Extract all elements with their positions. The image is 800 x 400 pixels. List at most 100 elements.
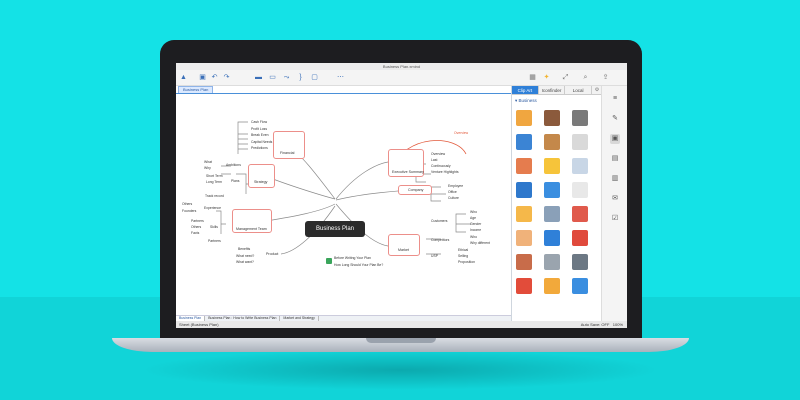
founders-node[interactable]: Founders [182, 209, 197, 213]
search-clipart[interactable] [544, 230, 560, 246]
tab-iconfinder[interactable]: Iconfinder [538, 86, 566, 94]
usp-node[interactable]: USP [431, 254, 438, 258]
exec-item-2[interactable]: Last [431, 158, 438, 162]
product-benefits[interactable]: Benefits [238, 247, 251, 251]
mail-clipart[interactable] [544, 158, 560, 174]
coffee-clipart[interactable] [544, 134, 560, 150]
skills-facts[interactable]: Facts [191, 231, 200, 235]
tab-local[interactable]: Local [565, 86, 593, 94]
plan-short[interactable]: Short Term [206, 174, 223, 178]
support-agent-clipart[interactable] [516, 158, 532, 174]
competitor-who[interactable]: Who [470, 235, 477, 239]
more-icon[interactable]: ⋯ [337, 74, 344, 81]
strategy-topic[interactable] [248, 164, 275, 188]
target-clipart[interactable] [572, 230, 588, 246]
product-label[interactable]: Product [266, 252, 279, 256]
clock-clipart[interactable] [544, 254, 560, 270]
skills-others[interactable]: Others [191, 225, 202, 229]
company-item-1[interactable]: Employee [448, 184, 464, 188]
exec-summary-topic[interactable] [388, 149, 424, 177]
product-need[interactable]: What need? [236, 254, 255, 258]
usp-proposition[interactable]: Proposition [458, 260, 475, 264]
redo-icon[interactable]: ↷ [223, 74, 230, 81]
autosave-status[interactable]: Auto Save: OFF [580, 322, 610, 327]
plan-long[interactable]: Long Term [206, 180, 222, 184]
exec-item-1[interactable]: Overview [431, 152, 446, 156]
plans-node[interactable]: Plans [231, 179, 240, 183]
presentation-clipart[interactable] [572, 206, 588, 222]
ambition-why[interactable]: Why [204, 166, 211, 170]
experience-others[interactable]: Others [182, 202, 193, 206]
usp-selling[interactable]: Selling [458, 254, 469, 258]
experience-track[interactable]: Track record [205, 194, 224, 198]
comments-icon[interactable]: ✉ [612, 195, 618, 202]
image-icon[interactable]: ▤ [611, 155, 619, 162]
customer-age[interactable]: Age [470, 216, 477, 220]
tab-clip-art[interactable]: Clip Art [512, 86, 539, 94]
search-icon[interactable]: ⌕ [583, 74, 588, 81]
skills-partners[interactable]: Partners [191, 219, 204, 223]
market-topic[interactable] [388, 234, 420, 256]
clipart-icon[interactable]: ▣ [610, 134, 620, 144]
idea-icon[interactable]: ✦ [543, 74, 550, 81]
note-before-writing[interactable]: Before Writing Your Plan [334, 256, 371, 260]
note-plan-length[interactable]: How Long Should Your Plan Be? [334, 263, 384, 267]
chart-clipart[interactable] [516, 134, 532, 150]
topic-icon[interactable]: ▬ [255, 74, 262, 81]
handshake-clipart[interactable] [516, 230, 532, 246]
customer-gender[interactable]: Gender [470, 222, 482, 226]
team-clipart[interactable] [516, 254, 532, 270]
pencil-clipart[interactable] [516, 206, 532, 222]
exec-item-4[interactable]: Venture Highlights [431, 170, 459, 174]
financial-item-1[interactable]: Cash Flow [251, 120, 268, 124]
grid-doc-clipart[interactable] [544, 206, 560, 222]
share-icon[interactable]: ⇪ [602, 74, 609, 81]
financial-item-4[interactable]: Capital Needs [251, 140, 273, 144]
competitor-diff[interactable]: Why different [470, 241, 490, 245]
skills-node[interactable]: Skills [210, 225, 218, 229]
coin-clipart[interactable] [544, 278, 560, 294]
company-topic[interactable] [398, 185, 432, 195]
xmind-logo-icon[interactable]: ▲ [180, 74, 187, 81]
financial-item-3[interactable]: Break Even [251, 133, 269, 137]
partners-node[interactable]: Partners [208, 239, 221, 243]
company-item-2[interactable]: Office [448, 190, 457, 194]
boundary-icon[interactable]: ▢ [311, 74, 318, 81]
management-topic[interactable] [232, 209, 272, 233]
usp-ethical[interactable]: Ethical [458, 248, 469, 252]
zoom-level[interactable]: 100% [612, 322, 623, 327]
folder-clipart[interactable] [516, 182, 532, 198]
financial-item-2[interactable]: Profit Loss [251, 127, 268, 131]
briefcase-clipart[interactable] [544, 110, 560, 126]
customer-income[interactable]: Income [470, 228, 482, 232]
mindmap-canvas[interactable]: Business Plan Financial Cash Flow Profit… [176, 93, 511, 315]
financial-topic[interactable] [273, 131, 305, 159]
globe-clipart[interactable] [544, 182, 560, 198]
gear-icon[interactable]: ⚙ [592, 86, 603, 94]
magnifier-doc-clipart[interactable] [572, 158, 588, 174]
brush-icon[interactable]: ✎ [612, 115, 618, 122]
scales-clipart[interactable] [516, 110, 532, 126]
competitors-node[interactable]: Competitors [431, 238, 450, 242]
relationship-icon[interactable]: ⤳ [283, 74, 290, 81]
customers-node[interactable]: Customers [431, 219, 448, 223]
growth-chart-clipart[interactable] [516, 278, 532, 294]
summary-icon[interactable]: } [299, 74, 302, 81]
format-icon[interactable]: ≡ [612, 95, 618, 102]
zoom-icon[interactable]: ⤢ [562, 74, 569, 81]
customer-who[interactable]: Who [470, 210, 477, 214]
theme-icon[interactable]: ▦ [529, 74, 536, 81]
exec-callout[interactable]: Overview [454, 131, 469, 135]
ambition-what[interactable]: What [204, 160, 212, 164]
clipart-section-title[interactable]: ▾ Business [515, 98, 537, 103]
subtopic-icon[interactable]: ▭ [269, 74, 276, 81]
calculator-clipart[interactable] [572, 110, 588, 126]
product-want[interactable]: What want? [236, 260, 254, 264]
experience-node[interactable]: Experience [204, 206, 221, 210]
company-item-3[interactable]: Culture [448, 196, 459, 200]
contract-clipart[interactable] [572, 134, 588, 150]
microphone-clipart[interactable] [572, 278, 588, 294]
save-icon[interactable]: ▣ [199, 74, 206, 81]
financial-item-5[interactable]: Predictions [251, 146, 268, 150]
ambitions-node[interactable]: Ambitions [226, 163, 241, 167]
